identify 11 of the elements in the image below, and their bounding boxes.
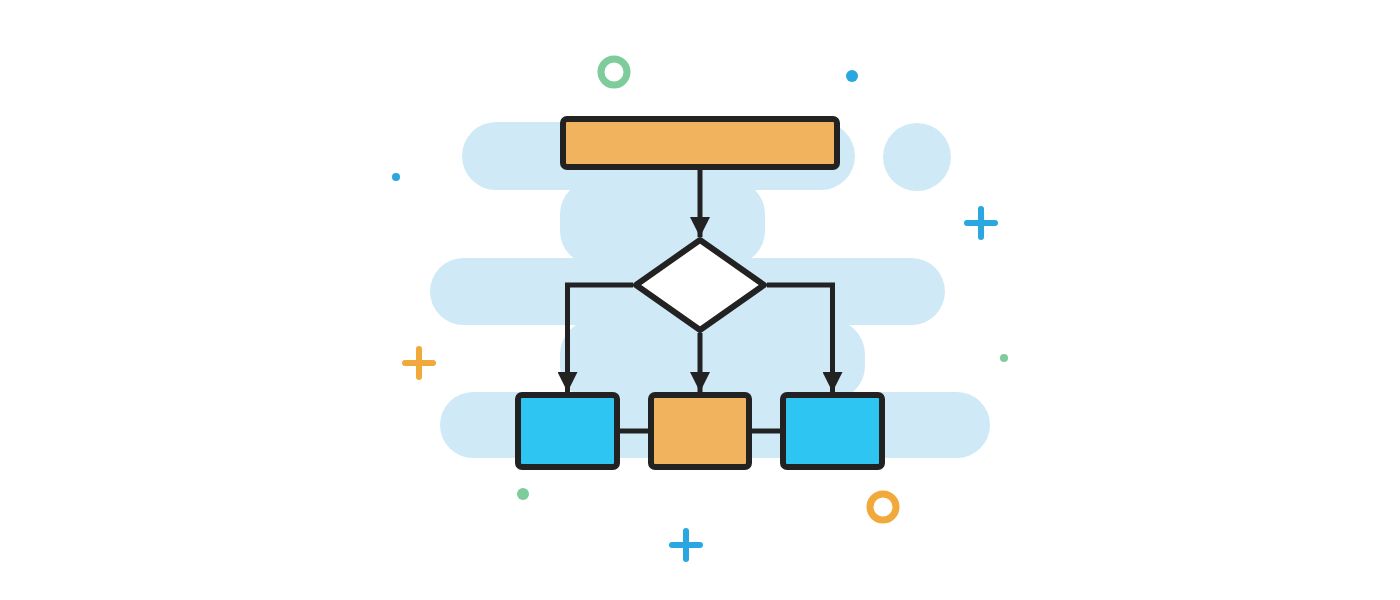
arrow <box>690 333 710 392</box>
process-box <box>515 392 620 470</box>
connector-line <box>620 428 648 434</box>
arrow <box>767 282 843 392</box>
decision-diamond <box>633 237 767 333</box>
arrow <box>690 170 710 237</box>
process-box <box>648 392 752 470</box>
process-bar <box>560 116 840 170</box>
process-box <box>780 392 885 470</box>
connector-line <box>752 428 780 434</box>
arrow <box>557 282 633 392</box>
